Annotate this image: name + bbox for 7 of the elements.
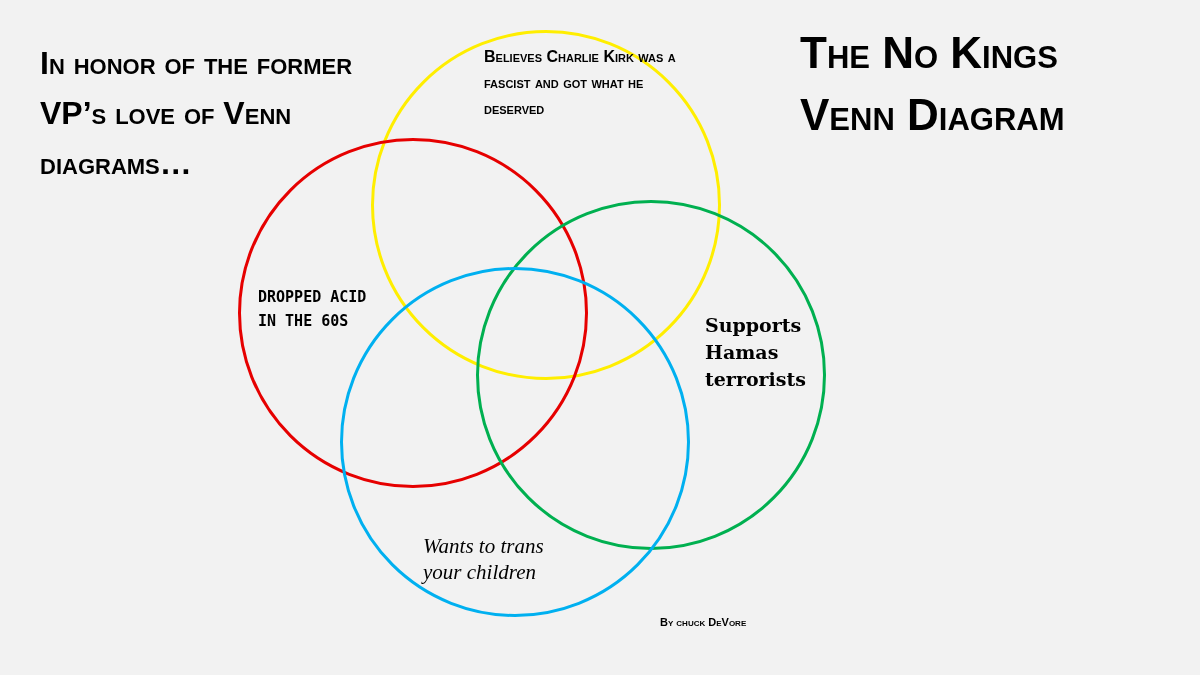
circle-label: Believes Charlie Kirk was a fascist and got what he deserved: [484, 47, 677, 119]
author-credit: By chuck DeVore: [660, 616, 747, 628]
circle-label: DROPPED ACID IN THE 60S: [258, 287, 368, 332]
diagram-title: The No Kings Venn Diagram: [800, 27, 1066, 141]
circle-label: Wants to trans your children: [423, 533, 545, 585]
circle-label: Supports Hamas terrorists: [705, 313, 807, 392]
intro-note: In honor of the former VP’s love of Venn diagrams…: [40, 44, 354, 183]
